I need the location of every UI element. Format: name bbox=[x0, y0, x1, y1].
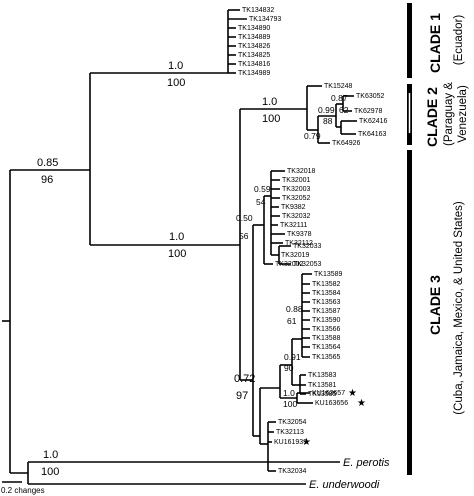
tree-branches bbox=[2, 9, 357, 485]
posterior-prob: 0.99 bbox=[318, 105, 335, 115]
leaf-label: TK134826 bbox=[238, 43, 270, 50]
leaf-label: KU163657 bbox=[312, 390, 345, 397]
leaf-label: TK134825 bbox=[238, 52, 270, 59]
posterior-prob: 0.87 bbox=[331, 93, 348, 103]
leaf-label: TK13584 bbox=[312, 290, 341, 297]
bootstrap: 100 bbox=[262, 113, 280, 125]
leaf-label: TK13564 bbox=[312, 344, 341, 351]
leaf-label: TK13583 bbox=[308, 372, 337, 379]
leaf-label: TK32054 bbox=[278, 419, 307, 426]
leaf-label: TK63052 bbox=[356, 93, 385, 100]
leaf-label: TK134793 bbox=[249, 16, 281, 23]
bootstrap: 62 bbox=[339, 105, 349, 115]
bootstrap: 61 bbox=[287, 316, 297, 326]
bootstrap: 56 bbox=[239, 231, 249, 241]
clade3-subtitle: (Cuba, Jamaica, Mexico, & United States) bbox=[453, 201, 465, 415]
leaf-label: TK13582 bbox=[312, 281, 341, 288]
leaf-label: TK32003 bbox=[282, 186, 311, 193]
clade2-subtitle: (Paraguay & bbox=[443, 82, 455, 146]
leaf-label: TK134889 bbox=[238, 34, 270, 41]
leaf-label: TK9378 bbox=[287, 231, 312, 238]
leaf-label: TK32112 bbox=[285, 240, 313, 247]
leaf-label: TK13590 bbox=[312, 317, 341, 324]
leaf-label: TK32052 bbox=[282, 195, 311, 202]
posterior-prob: 0.88 bbox=[286, 304, 303, 314]
leaf-label: TK15248 bbox=[324, 83, 353, 90]
leaf-label: TK13585 bbox=[308, 391, 337, 398]
bootstrap: 54 bbox=[256, 197, 266, 207]
leaf-label: TK64163 bbox=[358, 131, 387, 138]
support-values: 1.0 100 0.85 96 1.0 100 0.87 0.99 62 88 … bbox=[37, 60, 349, 478]
leaf-label: TK32053 bbox=[293, 261, 322, 268]
posterior-prob: 1.0 bbox=[262, 96, 277, 108]
clade1-subtitle: (Ecuador) bbox=[453, 15, 465, 66]
leaf-label: TK13581 bbox=[308, 382, 337, 389]
bootstrap: 100 bbox=[283, 399, 297, 409]
posterior-prob: 0.91 bbox=[284, 352, 301, 362]
leaf-label: TK32034 bbox=[278, 468, 307, 475]
bootstrap: 90 bbox=[284, 363, 294, 373]
leaf-label: TK13588 bbox=[312, 335, 341, 342]
leaf-label: TK134890 bbox=[238, 25, 270, 32]
star-marker: ★ bbox=[302, 437, 311, 448]
posterior-prob: 1.0 bbox=[283, 388, 295, 398]
bootstrap: 88 bbox=[323, 116, 333, 126]
leaf-label: TK32001 bbox=[282, 177, 311, 184]
leaf-label: KU163656 bbox=[315, 400, 348, 407]
leaf-label: TK32019 bbox=[281, 252, 310, 259]
bootstrap: 100 bbox=[167, 77, 185, 89]
bootstrap: 100 bbox=[41, 466, 59, 478]
bootstrap: 96 bbox=[41, 174, 53, 186]
bootstrap: 100 bbox=[168, 248, 186, 260]
leaf-label: TK62416 bbox=[359, 118, 388, 125]
leaf-label: TK134989 bbox=[238, 70, 270, 77]
leaf-label: TK13565 bbox=[312, 354, 341, 361]
clade1-bar bbox=[407, 3, 412, 78]
clade2-title: CLADE 2 bbox=[424, 87, 440, 147]
scale-label: 0.2 changes bbox=[1, 486, 45, 495]
leaf-label: TK32002 bbox=[275, 261, 304, 268]
posterior-prob: 0.59 bbox=[254, 184, 271, 194]
leaf-label: TK62978 bbox=[354, 108, 383, 115]
outgroup-label: E. underwoodi bbox=[309, 479, 380, 491]
leaf-label: KU161933 bbox=[274, 439, 307, 446]
leaf-labels: TK134832 TK134793 TK134890 TK134889 TK13… bbox=[238, 7, 390, 491]
leaf-label: TK134832 bbox=[242, 7, 274, 14]
leaf-label: TK32032 bbox=[282, 213, 311, 220]
leaf-label: TK9382 bbox=[281, 204, 306, 211]
posterior-prob: 0.79 bbox=[304, 131, 321, 141]
clade2-subtitle: Venezuela) bbox=[457, 85, 469, 143]
leaf-label: TK13589 bbox=[314, 271, 343, 278]
posterior-prob: 1.0 bbox=[43, 449, 58, 461]
leaf-label: TK32111 bbox=[280, 222, 307, 229]
clade3-bar bbox=[407, 150, 412, 475]
posterior-prob: 0.85 bbox=[37, 157, 58, 169]
leaf-label: TK13566 bbox=[312, 326, 341, 333]
posterior-prob: 1.0 bbox=[169, 231, 184, 243]
leaf-label: TK64926 bbox=[332, 140, 361, 147]
star-marker: ★ bbox=[348, 388, 357, 399]
leaf-label: TK13563 bbox=[312, 299, 341, 306]
bootstrap: 97 bbox=[236, 390, 248, 402]
leaf-label: TK32113 bbox=[276, 429, 304, 436]
clade3-title: CLADE 3 bbox=[427, 275, 443, 335]
star-marker: ★ bbox=[357, 398, 366, 409]
clade-labels: CLADE 1 (Ecuador) CLADE 2 (Paraguay & Ve… bbox=[424, 13, 469, 415]
posterior-prob: 0.72 bbox=[234, 373, 255, 385]
posterior-prob: 1.0 bbox=[168, 60, 183, 72]
leaf-label: TK134816 bbox=[238, 61, 270, 68]
leaf-label: TK32018 bbox=[287, 168, 316, 175]
posterior-prob: 0.50 bbox=[236, 213, 253, 223]
outgroup-label: E. perotis bbox=[343, 457, 390, 469]
leaf-label: TK32033 bbox=[293, 243, 322, 250]
clade-bars bbox=[407, 3, 412, 475]
clade1-title: CLADE 1 bbox=[427, 13, 443, 73]
scale-bar: 0.2 changes bbox=[1, 481, 45, 495]
leaf-label: TK13587 bbox=[312, 308, 341, 315]
